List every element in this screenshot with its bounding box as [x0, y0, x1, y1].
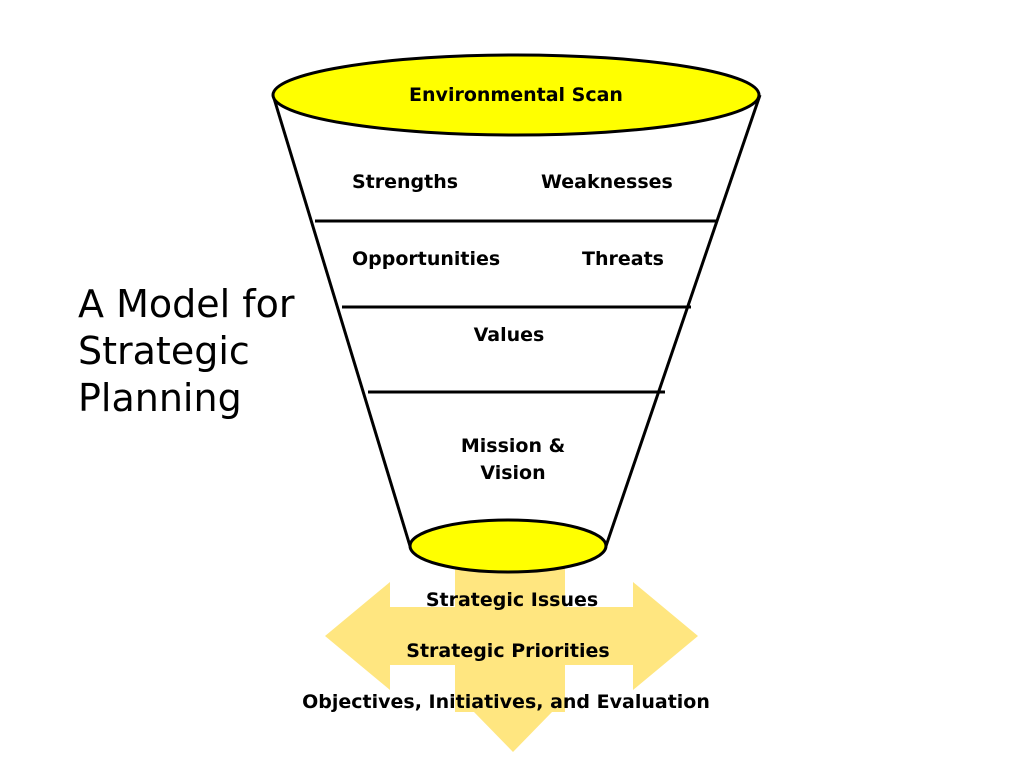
mission-vision-line-1: Mission & — [460, 435, 566, 457]
strategic-priorities-label: Strategic Priorities — [406, 640, 610, 662]
funnel-right-edge — [604, 94, 762, 547]
title-line-3: Planning — [78, 376, 242, 420]
values-label: Values — [473, 324, 545, 346]
title-line-1: A Model for — [78, 282, 295, 326]
environmental-scan-label: Environmental Scan — [409, 84, 623, 106]
weaknesses-label: Weaknesses — [541, 171, 673, 193]
mission-vision-line-2: Vision — [480, 462, 546, 484]
title-line-2: Strategic — [78, 329, 250, 373]
strategic-issues-label: Strategic Issues — [425, 589, 599, 611]
four-way-arrow — [325, 565, 698, 752]
strengths-label: Strengths — [352, 171, 459, 193]
threats-label: Threats — [582, 248, 664, 270]
objectives-label: Objectives, Initiatives, and Evaluation — [302, 691, 710, 713]
funnel-left-edge — [271, 94, 412, 547]
opportunities-label: Opportunities — [352, 248, 501, 270]
bottom-ellipse — [408, 518, 608, 574]
top-ellipse — [271, 53, 761, 137]
